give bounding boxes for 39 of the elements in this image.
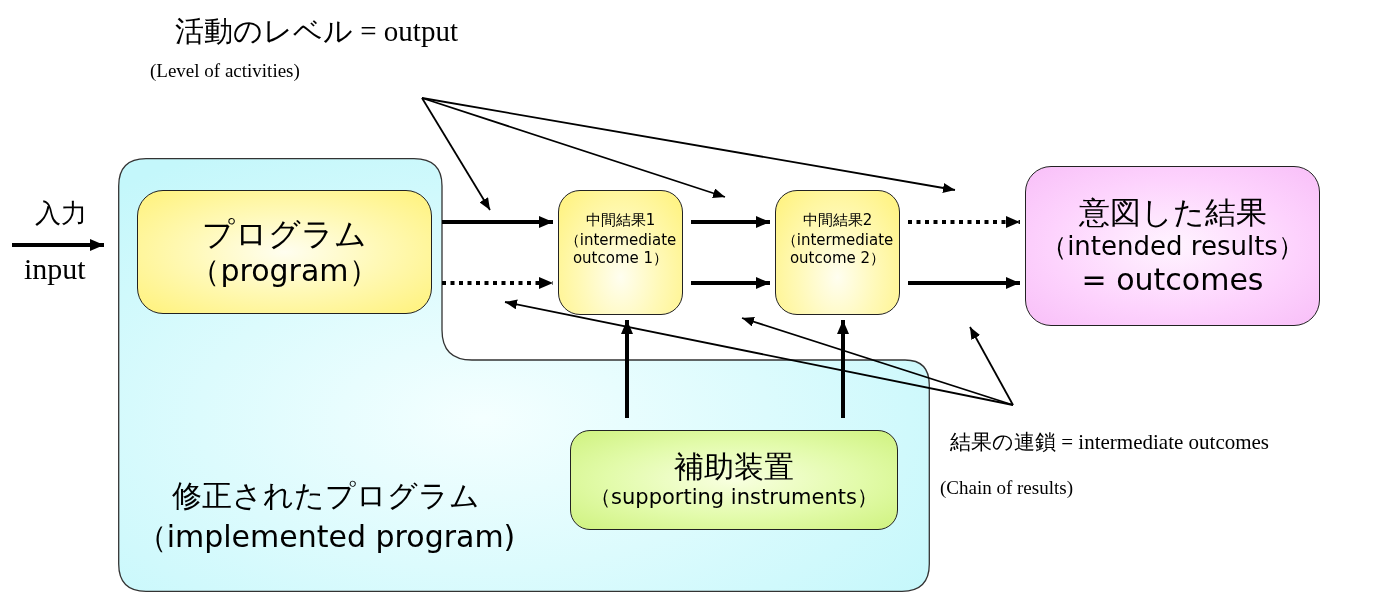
result-box: [1025, 166, 1320, 326]
box-subtitle: （intended results）: [1041, 231, 1304, 263]
box-subtitle: （intermediate outcome 2）: [780, 231, 895, 267]
box-title: 意図した結果: [1078, 193, 1267, 231]
arrow: [837, 320, 849, 418]
annotation-subtitle: (Level of activities): [150, 60, 300, 82]
input-label: input: [24, 252, 86, 286]
box-title: 中間結果1: [584, 211, 657, 229]
arrow: [691, 216, 770, 228]
annotation-subtitle: (Chain of results): [940, 477, 1073, 499]
outcome-box: [775, 190, 900, 315]
annotation-title: 結果の連鎖 = intermediate outcomes: [950, 429, 1270, 456]
arrow: [442, 277, 553, 289]
arrow: [621, 320, 633, 418]
leader-line: [504, 299, 1014, 406]
arrow: [691, 277, 770, 289]
leader-line: [969, 326, 1014, 406]
arrow: [442, 216, 553, 228]
box-title: 補助装置: [674, 449, 794, 486]
arrow: [908, 216, 1020, 228]
box-subtitle: （supporting instruments）: [590, 485, 878, 511]
box-title: プログラム: [202, 214, 367, 254]
leader-line: [421, 97, 956, 193]
outcome-box: [558, 190, 683, 315]
leader-line: [421, 97, 726, 199]
region-subtitle: （implemented program): [136, 517, 516, 556]
arrow: [12, 239, 104, 251]
region-title: 修正されたプログラム: [171, 477, 481, 515]
instrument-box: [570, 430, 898, 530]
leader-line: [421, 97, 491, 211]
leader-line: [741, 316, 1014, 406]
box-title: 中間結果2: [801, 211, 874, 229]
box-subtitle: = outcomes: [1081, 262, 1264, 299]
program-box: [137, 190, 432, 314]
box-subtitle: （program）: [190, 253, 379, 290]
program-region: [118, 158, 930, 592]
box-subtitle: （intermediate outcome 1）: [563, 231, 678, 267]
arrow: [908, 277, 1020, 289]
annotation-title: 活動のレベル = output: [175, 14, 458, 49]
